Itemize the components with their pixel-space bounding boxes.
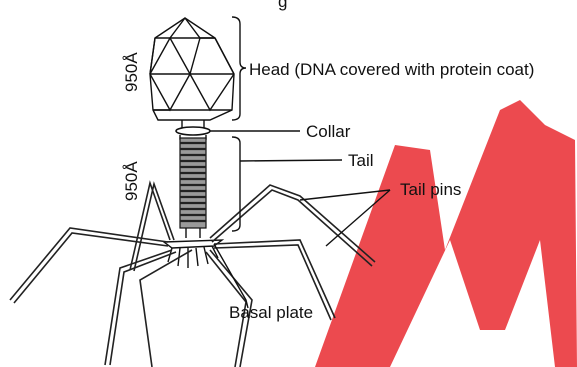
- collar-label: Collar: [306, 122, 351, 141]
- head-label: Head (DNA covered with protein coat): [249, 60, 534, 79]
- basal-plate-label: Basal plate: [229, 303, 313, 322]
- tail-length-label: 950Å: [122, 161, 141, 201]
- phage-collar: [176, 127, 210, 139]
- watermark-logo: [315, 100, 577, 367]
- head-bracket: [232, 17, 246, 120]
- top-caption-partial: g: [278, 0, 287, 11]
- phage-tail: [180, 138, 206, 238]
- tail-label: Tail: [348, 151, 374, 170]
- phage-head: [150, 18, 234, 128]
- tail-pins-label: Tail pins: [400, 180, 461, 199]
- head-length-label: 950Å: [122, 52, 141, 92]
